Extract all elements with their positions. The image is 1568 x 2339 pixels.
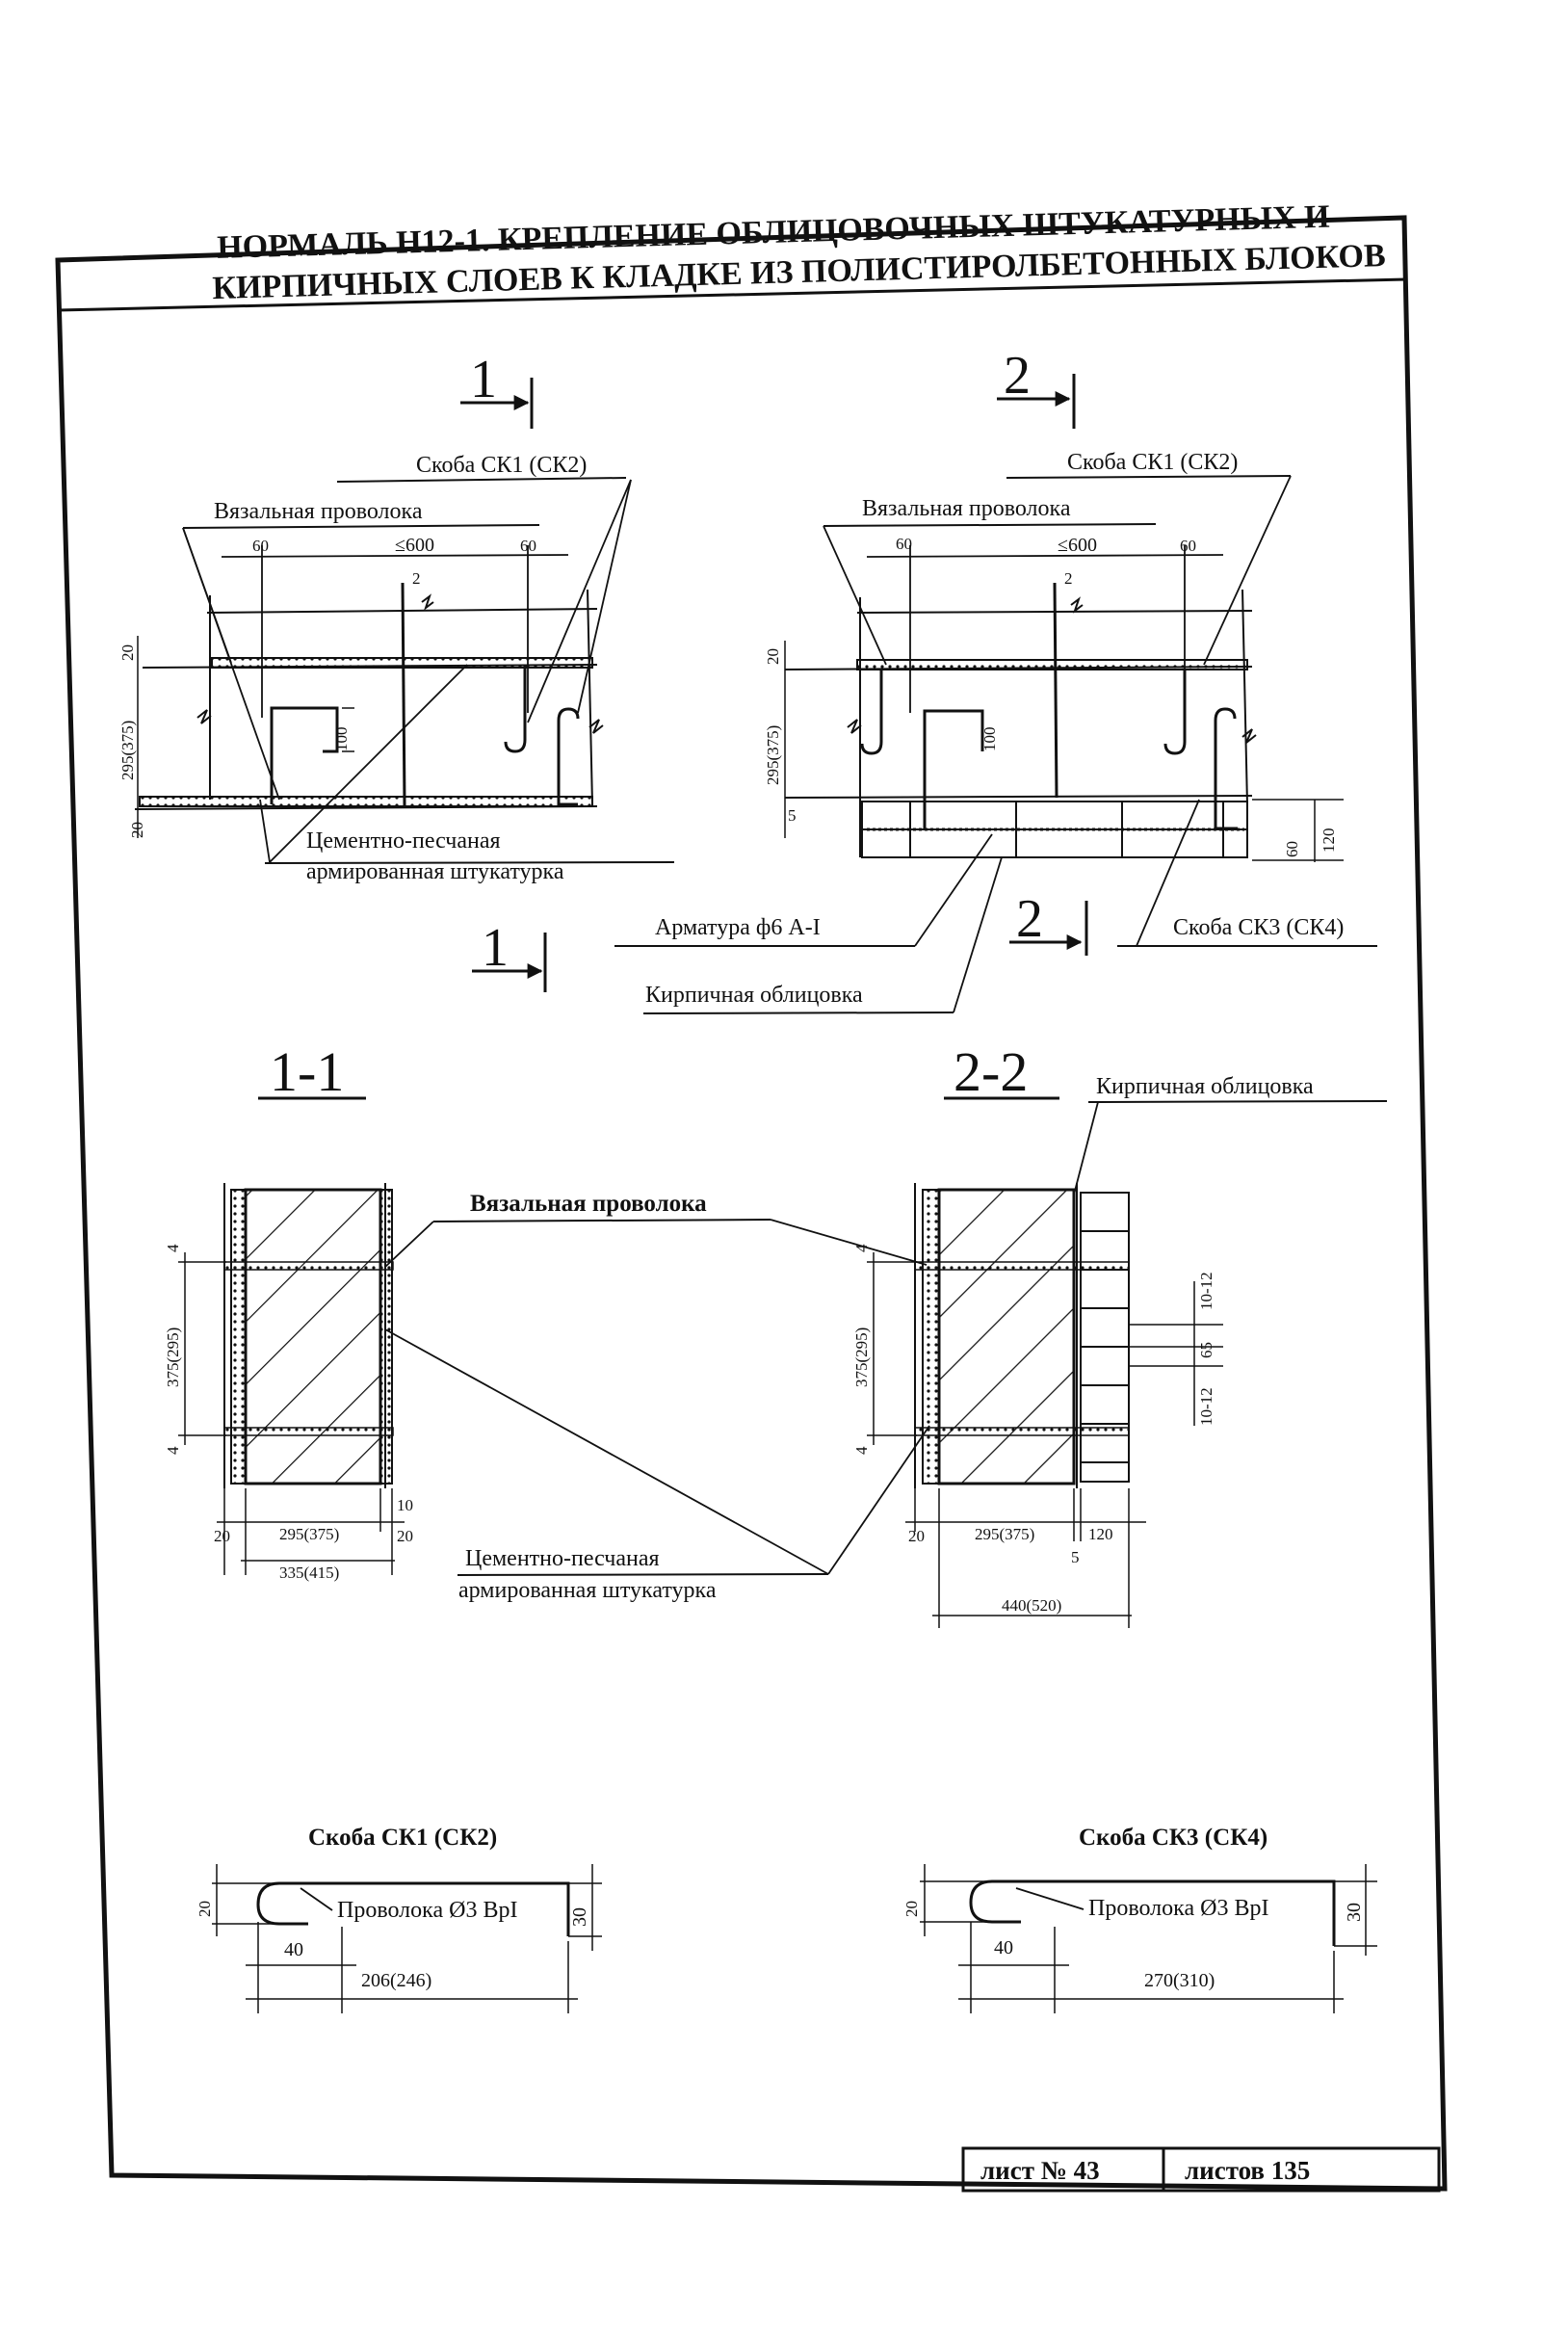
sheet-number: лист № 43 — [980, 2156, 1100, 2185]
dim-2-left: 2 — [412, 569, 421, 588]
dim-600-right: ≤600 — [1058, 535, 1097, 556]
label-plaster-1-left: Цементно-песчаная — [306, 828, 501, 854]
label-wire-sections: Вязальная проволока — [470, 1191, 707, 1217]
dim-4-top-1: 4 — [164, 1244, 182, 1252]
sheet-count: листов 135 — [1185, 2156, 1310, 2185]
sheet-frame — [55, 215, 1448, 2192]
dim-len-ck3: 270(310) — [1144, 1970, 1215, 1991]
cut-mark-2-bottom: 2 — [1016, 889, 1043, 949]
staple-ck3-detail: Скоба СК3 (СК4) 20 Проволока Ø3 ВрI 30 4… — [902, 1825, 1377, 2013]
section-title-1-1: 1-1 — [270, 1040, 344, 1103]
dim-20-top-left: 20 — [118, 644, 137, 661]
dim-100-left: 100 — [332, 727, 351, 752]
dim-60-bottom-right: 60 — [1283, 841, 1301, 857]
dim-5-2: 5 — [1071, 1548, 1080, 1566]
section-1-1: 1-1 4 375(295) 4 10 20 295(375) 20 335(4… — [164, 1040, 771, 1582]
title-block: НОРМАЛЬ Н12-1. КРЕПЛЕНИЕ ОБЛИЦОВОЧНЫХ ШТ… — [212, 199, 1386, 306]
dim-120-2: 120 — [1088, 1525, 1113, 1543]
dim-total-1: 335(415) — [279, 1564, 339, 1582]
label-plaster-1-sections: Цементно-песчаная — [465, 1546, 660, 1571]
label-wire-left: Вязальная проволока — [214, 499, 423, 524]
section-title-2-2: 2-2 — [954, 1040, 1028, 1103]
dim-total-2: 440(520) — [1002, 1596, 1061, 1615]
dim-600-left: ≤600 — [395, 535, 434, 556]
label-brick-section: Кирпичная облицовка — [1096, 1074, 1314, 1099]
dim-5-right: 5 — [788, 806, 797, 825]
label-wire-right: Вязальная проволока — [862, 496, 1071, 521]
label-brick-plan: Кирпичная облицовка — [645, 983, 863, 1008]
dim-20-ck3: 20 — [902, 1901, 921, 1917]
dim-20-2: 20 — [908, 1527, 925, 1545]
dim-20-left-1: 20 — [214, 1527, 230, 1545]
section-2-2: 2-2 Кирпичная облицовка 4 375(295) 4 10-… — [852, 1040, 1388, 1628]
dim-10-1: 10 — [397, 1496, 413, 1514]
plan-right: 2 Скоба СК1 (СК2) Вязальная проволока 60… — [614, 346, 1377, 1014]
cut-mark-2-top: 2 — [1004, 346, 1031, 406]
dim-120-right: 120 — [1320, 828, 1338, 854]
cut-mark-1-bottom: 1 — [482, 918, 509, 978]
dim-65: 65 — [1197, 1342, 1215, 1358]
dim-2-right: 2 — [1064, 569, 1073, 588]
dim-40-ck3: 40 — [994, 1937, 1013, 1958]
dim-100-right: 100 — [980, 727, 999, 752]
label-wire-ck3: Проволока Ø3 ВрI — [1088, 1896, 1268, 1921]
dim-20-right: 20 — [764, 648, 782, 665]
sheet-footer: лист № 43 листов 135 — [961, 2146, 1441, 2193]
dim-30-ck3: 30 — [1344, 1903, 1365, 1922]
label-rebar: Арматура ф6 А-I — [655, 915, 821, 940]
dim-20-right-1: 20 — [397, 1527, 413, 1545]
label-wire-ck1: Проволока Ø3 ВрI — [337, 1898, 517, 1923]
dim-60-left: 60 — [252, 537, 269, 555]
dim-20-ck1: 20 — [196, 1901, 214, 1917]
label-skoba-ck1-right: Скоба СК1 (СК2) — [1067, 450, 1238, 475]
dim-height-2: 375(295) — [852, 1327, 871, 1387]
label-plaster-2-sections: армированная штукатурка — [458, 1578, 717, 1603]
dim-10-12-a: 10-12 — [1197, 1272, 1215, 1310]
dim-30-ck1: 30 — [569, 1907, 590, 1927]
dim-295-left: 295(375) — [118, 721, 137, 780]
dim-295-2: 295(375) — [975, 1525, 1034, 1543]
dim-4-bottom-1: 4 — [164, 1446, 182, 1455]
dim-4-top-2: 4 — [852, 1244, 871, 1252]
dim-40-ck1: 40 — [284, 1939, 303, 1960]
cut-mark-1-top: 1 — [470, 350, 497, 409]
staple-ck1-title: Скоба СК1 (СК2) — [308, 1825, 497, 1851]
plan-left: 1 Скоба СК1 (СК2) Вязальная проволока 60… — [118, 350, 675, 992]
dim-60-left-r: 60 — [896, 535, 912, 553]
dim-10-12-b: 10-12 — [1197, 1387, 1215, 1426]
staple-ck1-detail: Скоба СК1 (СК2) 20 Проволока Ø3 ВрI 30 4… — [196, 1825, 602, 2013]
label-skoba-ck1-left: Скоба СК1 (СК2) — [416, 453, 587, 478]
dim-295-right: 295(375) — [764, 725, 782, 785]
dim-295-1: 295(375) — [279, 1525, 339, 1543]
dim-height-1: 375(295) — [164, 1327, 182, 1387]
dim-4-bottom-2: 4 — [852, 1446, 871, 1455]
dim-60-right-r: 60 — [1180, 537, 1196, 555]
staple-ck3-title: Скоба СК3 (СК4) — [1079, 1825, 1267, 1851]
dim-len-ck1: 206(246) — [361, 1970, 431, 1991]
label-skoba-ck3-plan: Скоба СК3 (СК4) — [1173, 915, 1344, 940]
